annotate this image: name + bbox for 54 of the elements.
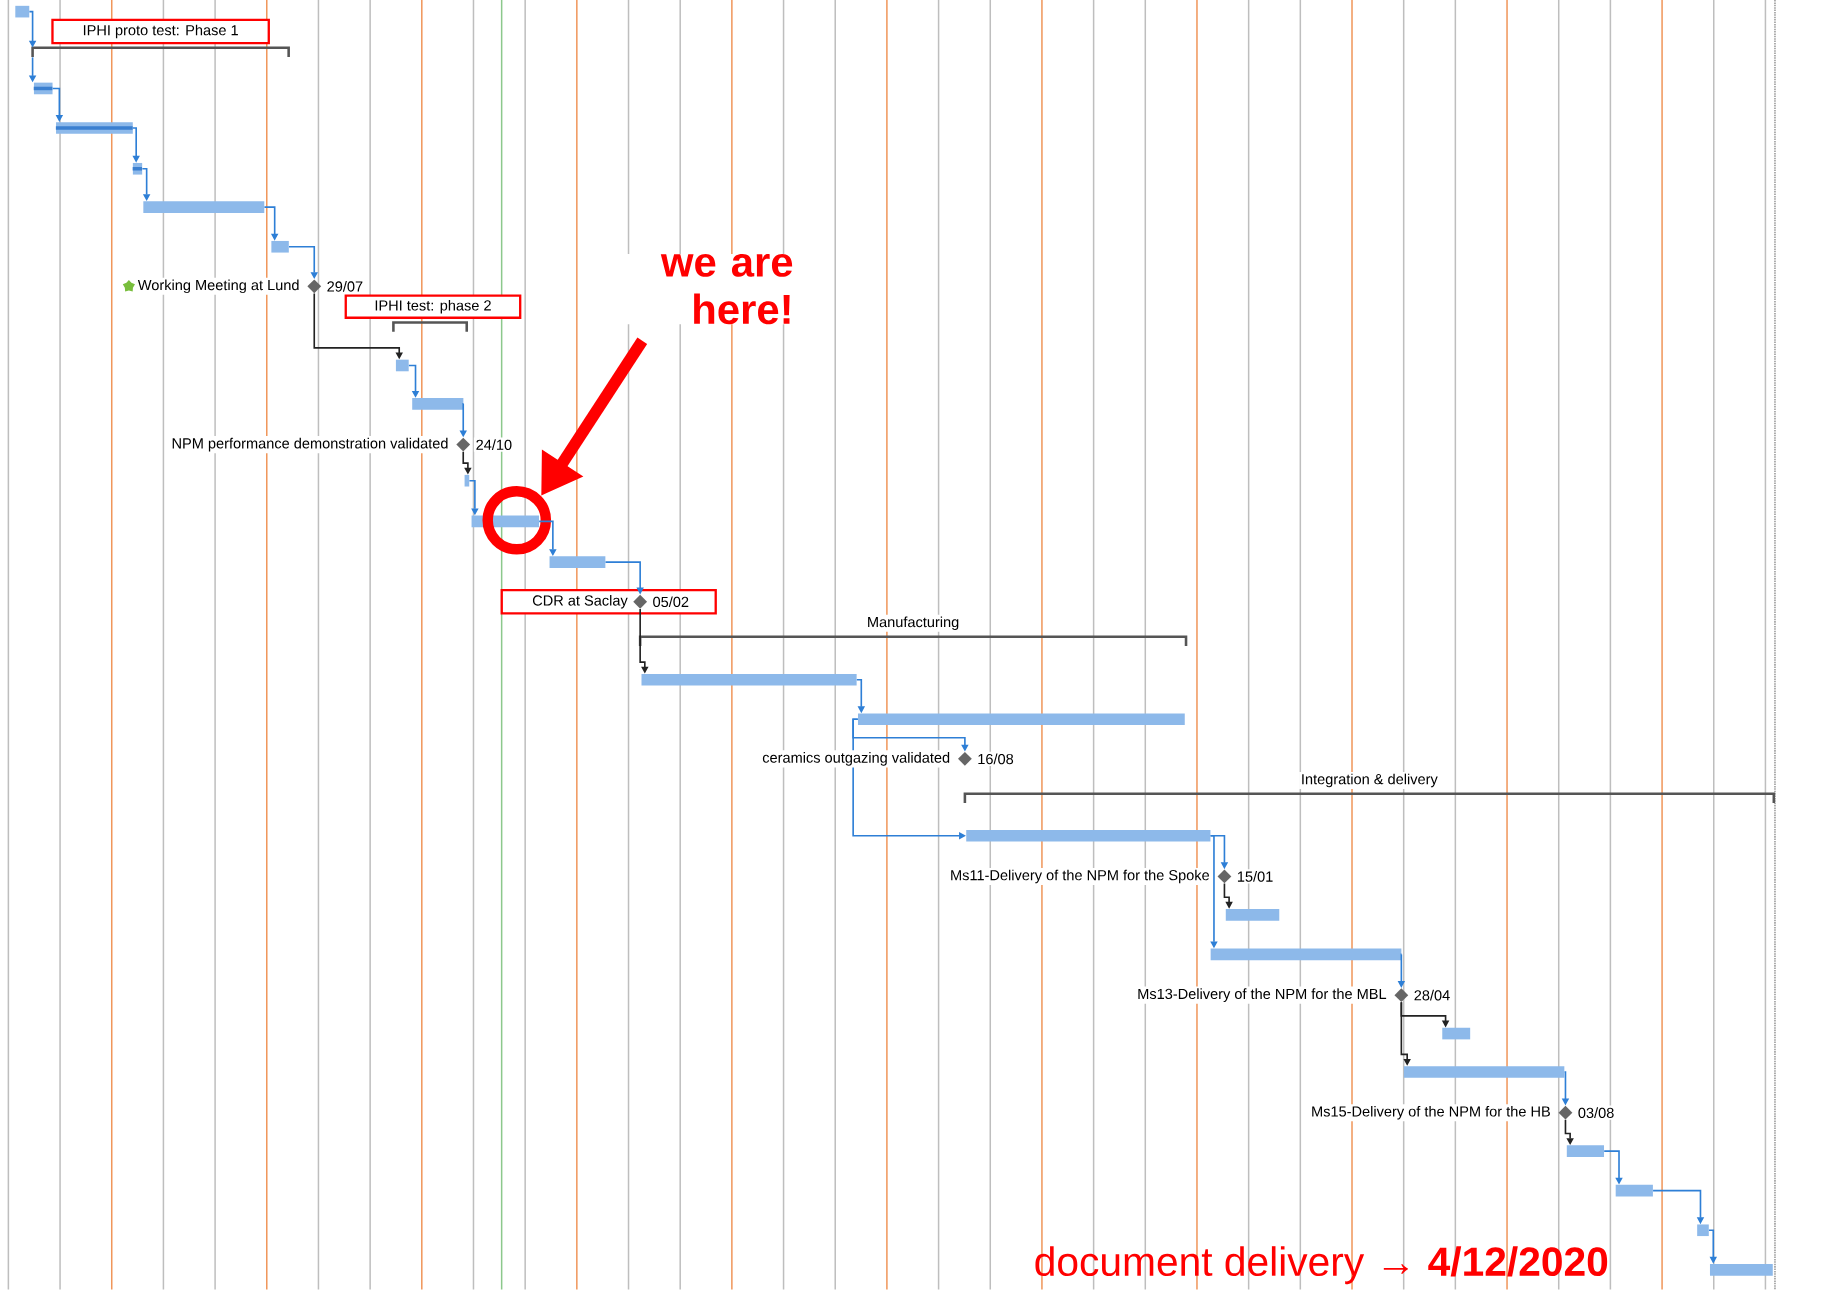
milestone-diamond — [1217, 869, 1232, 884]
date-label: 24/10 — [473, 437, 514, 452]
milestone-label: Ms13-Delivery of the NPM for the MBL — [1135, 986, 1389, 1004]
task-bar — [1442, 1027, 1471, 1040]
task-bar — [15, 5, 30, 18]
highlight-box: CDR at Saclay 05/02 — [500, 588, 717, 615]
delivery-note: document delivery → 4/12/2020 — [1035, 1246, 1608, 1284]
task-bar — [1403, 1065, 1565, 1078]
node-label: Manufacturing — [868, 616, 959, 630]
dependency-arrow — [1652, 1189, 1705, 1224]
milestone-label: ceramics outgazing validated — [760, 750, 952, 768]
task-bar — [33, 82, 53, 95]
date-label: 28/04 — [1412, 987, 1452, 1003]
task-bar — [549, 556, 606, 568]
task-bar — [271, 240, 289, 253]
dependency-arrow — [856, 678, 866, 713]
milestone-label: Ms11-Delivery of the NPM for the Spoke — [948, 867, 1212, 885]
task-bar — [1615, 1184, 1653, 1197]
milestone-diamond — [633, 594, 648, 609]
task-bar — [1566, 1145, 1604, 1157]
milestone-diamond — [1558, 1105, 1573, 1120]
task-bar — [1709, 1263, 1773, 1276]
milestone-diamond — [1394, 988, 1409, 1002]
highlight-box: IPHI test: phase 2 — [344, 294, 522, 319]
node-label: Integration & delivery — [1302, 773, 1438, 788]
task-bar — [395, 359, 409, 372]
milestone-diamond — [958, 751, 972, 766]
task-bar — [858, 713, 1185, 725]
task-bar — [1697, 1224, 1709, 1236]
date-label: 16/08 — [975, 751, 1016, 766]
task-bar — [641, 673, 857, 686]
date-label: 15/01 — [1235, 869, 1276, 884]
date-label: 29/07 — [324, 279, 365, 294]
task-bar — [1225, 908, 1280, 921]
milestone-label: NPM performance demonstration validated — [169, 435, 451, 453]
task-bar — [1210, 948, 1402, 960]
task-bar — [143, 201, 265, 213]
summary-bracket — [392, 320, 468, 332]
milestone-label: Ms15-Delivery of the NPM for the HB — [1309, 1103, 1553, 1122]
task-bar — [464, 474, 470, 487]
task-bar — [132, 162, 143, 175]
milestone-diamond — [307, 279, 322, 294]
summary-bracket: Integration & delivery — [963, 771, 1776, 803]
highlight-box: IPHI proto test: Phase 1 — [51, 18, 270, 44]
highlight-circle — [482, 485, 552, 555]
date-label: 03/08 — [1576, 1105, 1617, 1120]
summary-bracket — [31, 46, 290, 57]
summary-bracket: Manufacturing — [638, 614, 1188, 646]
milestone-diamond — [456, 437, 471, 452]
milestone-label: Working Meeting at Lund — [136, 277, 302, 295]
task-bar — [412, 397, 464, 410]
task-bar — [966, 829, 1211, 842]
callout-text: we are here! — [619, 253, 794, 325]
task-bar — [55, 122, 133, 134]
